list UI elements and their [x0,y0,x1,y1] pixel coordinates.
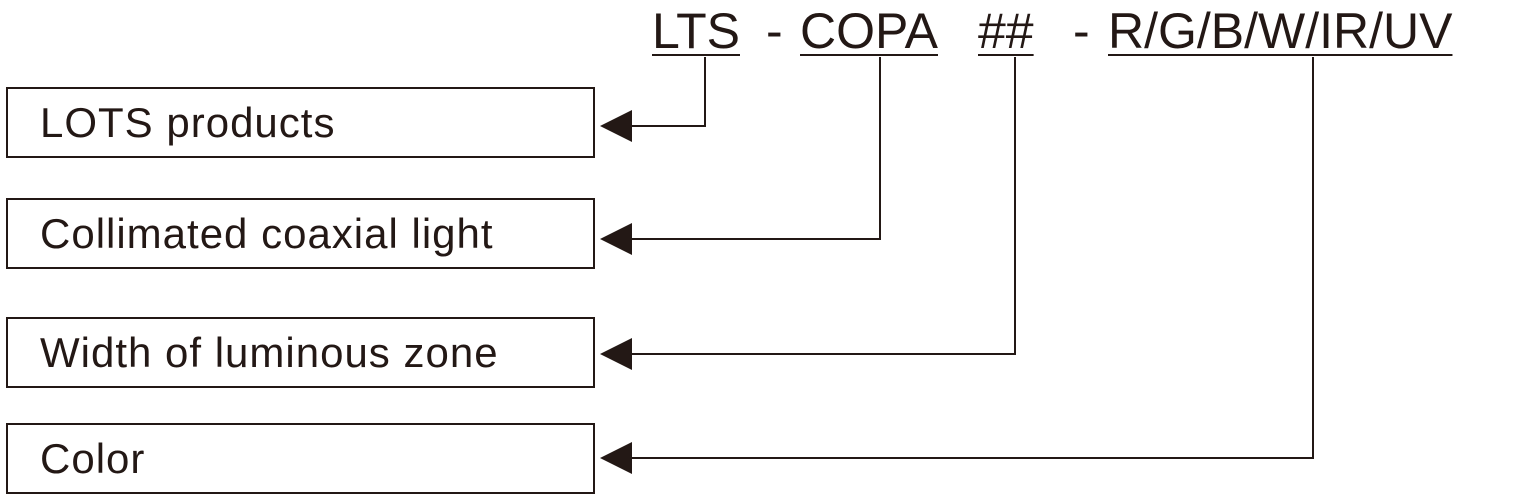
arrowhead-collimated [600,223,632,255]
label-collimated-coaxial-light: Collimated coaxial light [40,209,494,257]
label-box-width: Width of luminous zone [6,317,595,388]
label-box-color: Color [6,423,595,494]
label-box-lots: LOTS products [6,87,595,158]
label-box-collimated: Collimated coaxial light [6,198,595,269]
connector-width [628,57,1016,355]
label-color: Color [40,434,146,482]
code-series: COPA [800,3,938,59]
connector-lots [628,57,706,127]
code-color: R/G/B/W/IR/UV [1108,3,1453,59]
arrowhead-color [600,442,632,474]
label-lots-products: LOTS products [40,98,336,146]
arrowhead-width [600,338,632,370]
code-separator-2: - [1073,3,1090,59]
label-width-of-luminous-zone: Width of luminous zone [40,328,499,376]
connector-collimated [628,57,881,240]
connector-color [628,57,1314,459]
code-separator-1: - [766,3,783,59]
code-prefix: LTS [652,3,740,59]
code-width: ## [978,3,1034,59]
arrowhead-lots [600,110,632,142]
